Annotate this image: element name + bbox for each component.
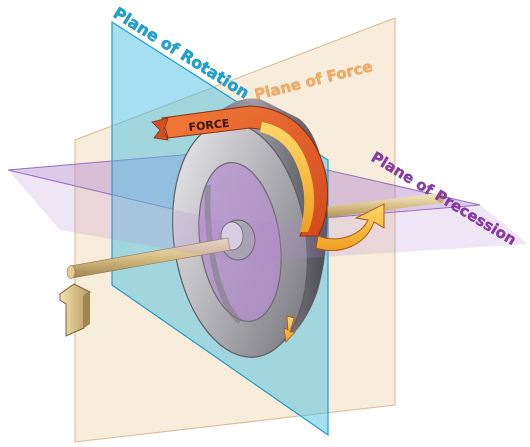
axle-front [66,237,231,279]
precession-arrow [315,203,385,251]
plane-of-precession-front [8,170,528,262]
rotation-arrow [283,315,296,343]
label-force: FORCE [188,117,230,134]
force-arrow [151,105,329,237]
gyroscope-wheel [172,98,328,358]
lift-arrow [59,283,91,337]
axle-back [300,192,444,221]
